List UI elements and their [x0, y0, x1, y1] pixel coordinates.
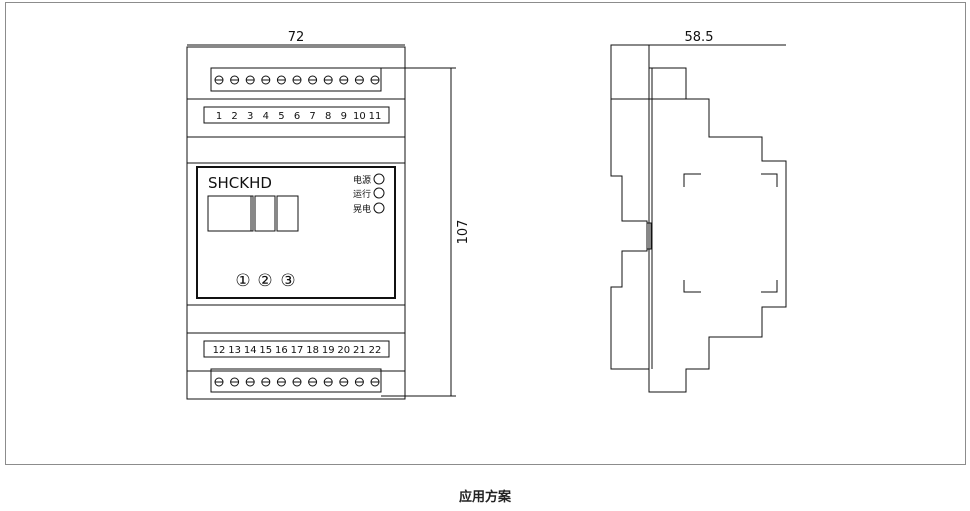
bottom-terminal-number-13: 13 [228, 345, 241, 356]
bottom-terminal-number-20: 20 [337, 345, 350, 356]
bottom-screw-row [214, 377, 380, 387]
bottom-terminal-block [210, 368, 382, 393]
front-outer-body [186, 46, 406, 400]
side-view [610, 44, 787, 393]
bottom-terminal-number-14: 14 [244, 345, 257, 356]
front-panel [196, 166, 396, 299]
top-terminal-number-6: 6 [294, 111, 300, 122]
indicator-label-voltage-dip: 晃电 [353, 203, 371, 215]
indicator-label-power: 电源 [353, 174, 371, 186]
top-terminal-number-3: 3 [247, 111, 253, 122]
led-voltage-dip [373, 202, 385, 214]
din-bracket-marks [683, 173, 778, 293]
indicator-label-run: 运行 [353, 188, 371, 200]
top-terminal-number-1: 1 [216, 111, 222, 122]
top-terminal-number-2: 2 [231, 111, 237, 122]
button-3: ③ [280, 271, 295, 291]
front-view [186, 44, 456, 400]
front-height-dimension-text: 107 [456, 220, 471, 245]
led-power [373, 173, 385, 185]
button-1: ① [235, 271, 250, 291]
led-run [373, 187, 385, 199]
bottom-terminal-number-22: 22 [369, 345, 382, 356]
caption: 应用方案 [458, 490, 511, 505]
top-terminal-number-8: 8 [325, 111, 331, 122]
button-2: ② [257, 271, 272, 291]
device-model-label: SHCKHD [208, 174, 272, 192]
top-terminal-number-7: 7 [309, 111, 315, 122]
bottom-terminal-number-12: 12 [213, 345, 226, 356]
bottom-terminal-number-15: 15 [259, 345, 272, 356]
top-screw-row [214, 75, 380, 85]
top-terminal-number-11: 11 [369, 111, 382, 122]
bottom-terminal-number-strip [203, 340, 390, 358]
bottom-terminal-number-18: 18 [306, 345, 319, 356]
side-outer-profile [610, 44, 787, 393]
top-terminal-block [210, 67, 382, 92]
technical-drawing: 72 107 58.5 SHCKHD 电源 运行 晃电 ① ② ③ 123456… [186, 30, 787, 400]
height-dimension [381, 67, 456, 397]
bottom-terminal-number-19: 19 [322, 345, 335, 356]
bottom-terminal-number-21: 21 [353, 345, 366, 356]
top-terminal-number-10: 10 [353, 111, 366, 122]
top-terminal-number-9: 9 [341, 111, 347, 122]
display-window [207, 195, 299, 232]
bottom-terminal-number-16: 16 [275, 345, 288, 356]
side-width-dimension-text: 58.5 [685, 30, 714, 45]
top-terminal-number-4: 4 [263, 111, 269, 122]
top-terminal-number-5: 5 [278, 111, 284, 122]
top-terminal-number-strip [203, 106, 390, 124]
bottom-terminal-number-17: 17 [291, 345, 304, 356]
front-width-dimension-text: 72 [288, 30, 305, 45]
